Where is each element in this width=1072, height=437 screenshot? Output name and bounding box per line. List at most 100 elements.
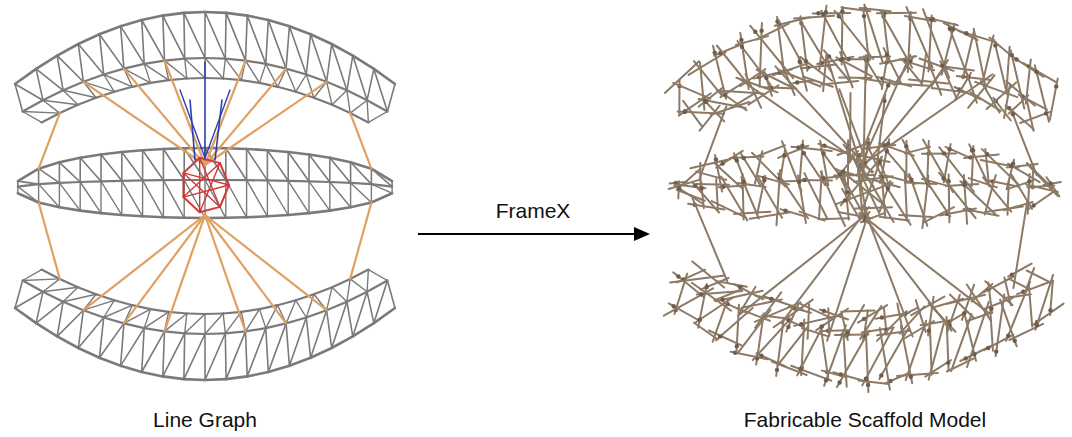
graph-edge bbox=[330, 181, 351, 184]
scaffold-rod bbox=[878, 157, 890, 186]
scaffold-joint bbox=[718, 334, 722, 338]
graph-edge bbox=[351, 183, 372, 184]
graph-edge bbox=[121, 181, 122, 215]
graph-edge bbox=[347, 279, 350, 302]
graph-edge bbox=[39, 113, 60, 169]
scaffold-rod bbox=[840, 52, 853, 87]
graph-edge bbox=[18, 184, 39, 187]
scaffold-joint bbox=[795, 80, 799, 84]
graph-edge bbox=[185, 59, 187, 79]
graph-edge bbox=[121, 26, 145, 64]
graph-edge bbox=[122, 150, 143, 152]
graph-edge bbox=[39, 184, 60, 207]
scaffold-rod bbox=[928, 61, 942, 95]
scaffold-rod bbox=[905, 183, 936, 185]
graph-edge bbox=[371, 184, 372, 202]
graph-edge bbox=[124, 215, 205, 323]
scaffold-rod bbox=[864, 5, 882, 63]
scaffold-rod bbox=[916, 300, 926, 332]
scaffold-rod bbox=[716, 308, 753, 340]
scaffold-joint bbox=[989, 306, 993, 310]
graph-edge bbox=[215, 100, 222, 160]
graph-edge bbox=[142, 20, 145, 64]
graph-edge bbox=[165, 61, 206, 165]
graph-edge bbox=[80, 182, 101, 213]
graph-edge bbox=[121, 366, 142, 372]
scaffold-rod bbox=[929, 324, 944, 380]
graph-edge bbox=[143, 150, 164, 180]
scaffold-joint bbox=[846, 190, 850, 194]
scaffold-rod bbox=[669, 180, 700, 189]
scaffold-joint bbox=[948, 27, 952, 31]
graph-edge bbox=[151, 80, 169, 83]
graph-edge bbox=[36, 69, 63, 90]
scaffold-joint bbox=[940, 64, 944, 68]
scaffold-joint bbox=[840, 9, 844, 13]
scaffold-joint bbox=[1014, 57, 1018, 61]
graph-edge bbox=[100, 155, 102, 182]
scaffold-joint bbox=[927, 329, 931, 333]
scaffold-rod bbox=[946, 184, 978, 186]
scaffold-joint bbox=[862, 14, 866, 18]
graph-edge bbox=[63, 82, 83, 91]
graph-edge bbox=[350, 162, 352, 183]
graph-edge bbox=[247, 180, 268, 216]
scaffold-rod bbox=[909, 174, 927, 226]
graph-edge bbox=[142, 331, 165, 372]
scaffold-joint bbox=[797, 180, 801, 184]
scaffold-joint bbox=[740, 45, 744, 49]
scaffold-joint bbox=[786, 325, 790, 329]
graph-edge bbox=[23, 112, 42, 123]
scaffold-rod bbox=[665, 61, 699, 93]
graph-edge bbox=[142, 150, 144, 180]
graph-edge bbox=[267, 150, 288, 181]
scaffold-joint bbox=[929, 18, 933, 22]
graph-edge bbox=[23, 270, 42, 281]
scaffold-rod bbox=[990, 310, 993, 351]
graph-edge bbox=[241, 80, 259, 83]
scaffold-joint bbox=[837, 380, 841, 384]
graph-edge bbox=[306, 310, 326, 317]
graph-edge bbox=[114, 87, 132, 92]
graph-edge bbox=[205, 12, 225, 59]
scaffold-joint bbox=[942, 151, 946, 155]
graph-edge bbox=[18, 181, 39, 184]
scaffold-joint bbox=[941, 176, 945, 180]
graph-edge bbox=[60, 279, 78, 287]
scaffold-rod bbox=[837, 170, 900, 187]
graph-edge bbox=[288, 152, 309, 181]
graph-edge bbox=[347, 302, 353, 337]
process-arrow bbox=[418, 227, 650, 241]
graph-edge bbox=[101, 152, 122, 155]
graph-edge bbox=[187, 77, 205, 80]
graph-edge bbox=[57, 44, 78, 56]
scaffold-rod bbox=[683, 101, 702, 127]
graph-edge bbox=[78, 98, 96, 105]
graph-edge bbox=[205, 82, 327, 165]
scaffold-rod bbox=[920, 172, 950, 217]
scaffold-rod bbox=[734, 212, 770, 214]
graph-edge bbox=[83, 310, 103, 317]
graph-edge bbox=[286, 323, 289, 365]
graph-edge bbox=[332, 287, 347, 302]
scaffold-rod bbox=[738, 41, 771, 85]
graph-edge bbox=[163, 216, 184, 219]
scaffold-joint bbox=[802, 151, 806, 155]
graph-edge bbox=[241, 309, 259, 312]
scaffold-joint bbox=[820, 324, 824, 328]
graph-edge bbox=[121, 20, 142, 26]
graph-edge bbox=[183, 13, 185, 59]
graph-edge bbox=[200, 207, 220, 212]
scaffold-joint bbox=[677, 186, 681, 190]
scaffold-joint bbox=[909, 375, 913, 379]
graph-edge bbox=[43, 100, 78, 105]
graph-edge bbox=[122, 179, 143, 182]
scaffold-rod bbox=[720, 92, 746, 111]
scaffold-joint bbox=[816, 11, 820, 15]
scaffold-rod bbox=[716, 179, 718, 210]
scaffold-joint bbox=[753, 30, 757, 34]
scaffold-rod bbox=[996, 294, 1005, 356]
graph-edge bbox=[15, 69, 36, 84]
graph-edge bbox=[308, 181, 309, 213]
scaffold-rod bbox=[670, 276, 725, 283]
